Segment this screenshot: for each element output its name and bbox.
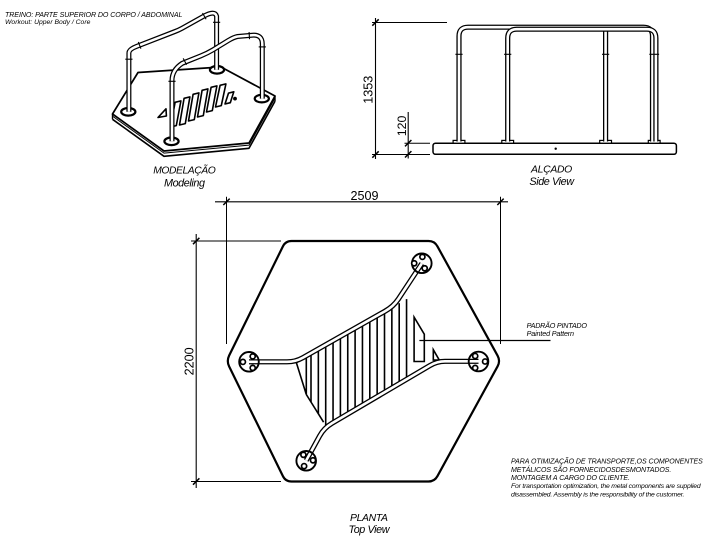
svg-text:For transportation optimizatio: For transportation optimization, the met…	[511, 483, 701, 490]
svg-text:Painted Pattern: Painted Pattern	[527, 329, 574, 338]
svg-text:Modeling: Modeling	[164, 178, 205, 190]
svg-text:METÁLICOS SÃO FORNECIDOSDESMON: METÁLICOS SÃO FORNECIDOSDESMONTADOS.	[511, 465, 671, 474]
svg-text:1353: 1353	[362, 76, 376, 104]
svg-text:MONTAGEM A CARGO DO CLIENTE.: MONTAGEM A CARGO DO CLIENTE.	[511, 475, 630, 482]
svg-text:Top View: Top View	[348, 524, 390, 536]
svg-text:120: 120	[395, 115, 409, 136]
svg-text:disassembled. Assembly is the: disassembled. Assembly is the responsibi…	[511, 491, 685, 498]
svg-text:2200: 2200	[182, 347, 196, 375]
svg-text:PLANTA: PLANTA	[350, 513, 388, 524]
svg-text:Side View: Side View	[529, 176, 575, 188]
svg-text:TREINO: PARTE SUPERIOR DO CORP: TREINO: PARTE SUPERIOR DO CORPO / ABDOMI…	[5, 11, 182, 19]
svg-text:PARA OTIMIZAÇÃO DE TRANSPORTE,: PARA OTIMIZAÇÃO DE TRANSPORTE,OS COMPONE…	[511, 457, 703, 466]
svg-text:ALÇADO: ALÇADO	[530, 164, 572, 175]
svg-text:Workout: Upper Body / Core: Workout: Upper Body / Core	[5, 19, 91, 26]
svg-text:2509: 2509	[350, 189, 378, 203]
svg-text:MODELAÇÃO: MODELAÇÃO	[153, 163, 216, 176]
